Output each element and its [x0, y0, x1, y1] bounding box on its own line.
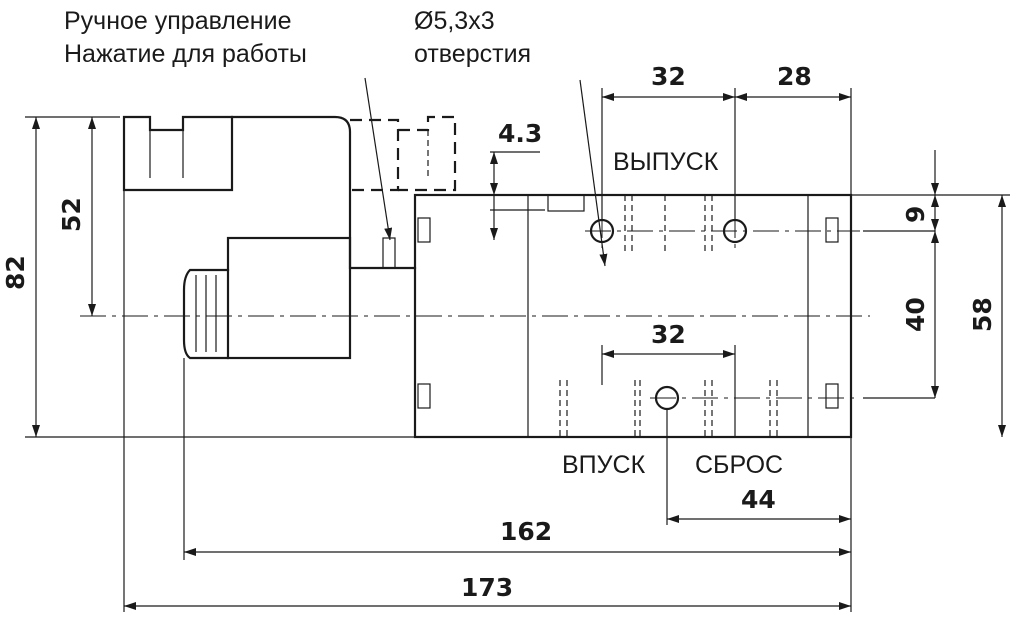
holes-label-line1: Ø5,3x3: [414, 7, 495, 35]
dim-44: 44: [741, 485, 776, 514]
solenoid-coil: [122, 115, 417, 360]
dimension-lines: [32, 93, 1006, 610]
inlet-port-label: ВПУСК: [562, 451, 646, 479]
dim-52: 52: [57, 197, 86, 232]
dim-mid-32: 32: [651, 320, 686, 349]
holes-label-line2: отверстия: [414, 40, 531, 68]
dim-40: 40: [901, 297, 930, 332]
manual-control-label-line1: Ручное управление: [64, 7, 291, 35]
exhaust-port-label: ВЫПУСК: [613, 148, 719, 176]
dim-58: 58: [968, 297, 997, 332]
dim-4-3: 4.3: [498, 119, 542, 148]
dim-9: 9: [901, 206, 930, 223]
dim-top-32: 32: [651, 62, 686, 91]
manual-control-label-line2: Нажатие для работы: [64, 40, 307, 68]
dim-top-28: 28: [777, 62, 812, 91]
dim-173: 173: [461, 573, 513, 602]
connector-alternate-dashed: [350, 115, 457, 192]
dim-162: 162: [500, 517, 552, 546]
dim-82: 82: [1, 255, 30, 290]
leader-lines: [364, 77, 608, 267]
release-port-label: СБРОС: [695, 451, 783, 479]
mounting-holes: [585, 212, 860, 411]
